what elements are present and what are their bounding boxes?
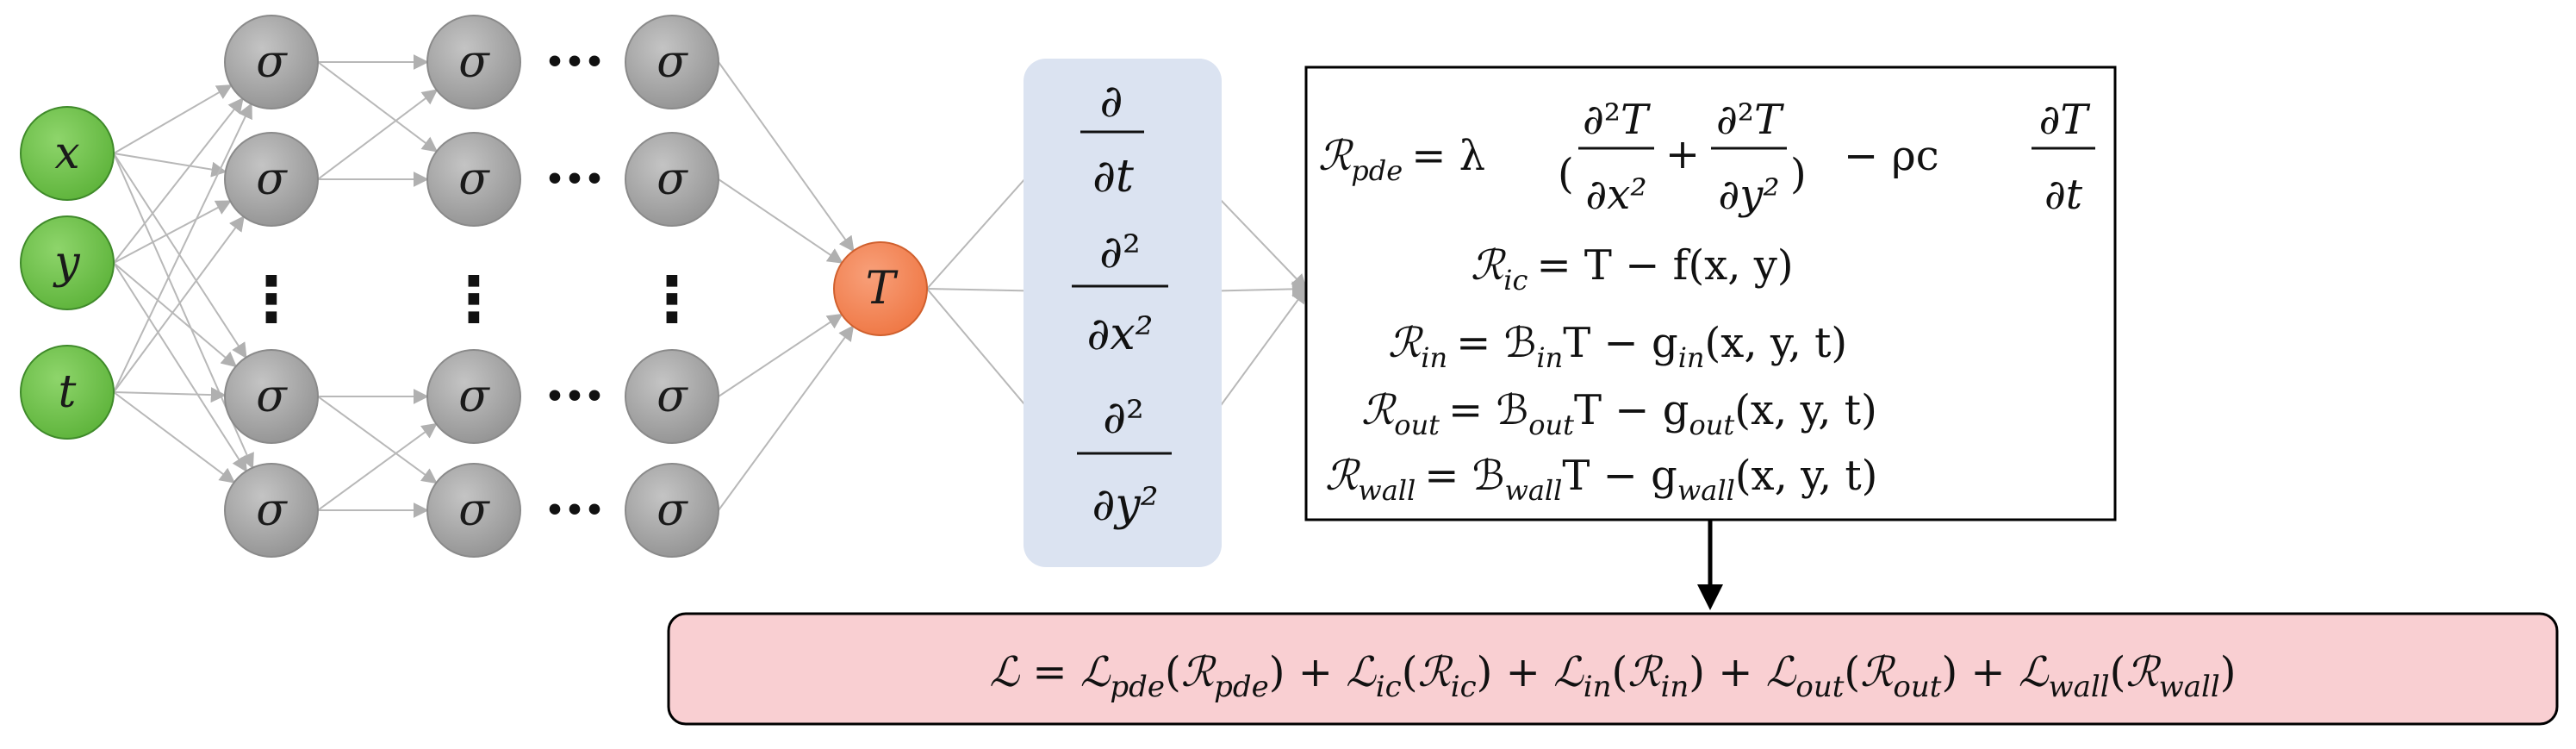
svg-text:σ: σ bbox=[458, 371, 490, 422]
svg-text:σ: σ bbox=[656, 153, 688, 205]
edge-hidden-hidden bbox=[317, 396, 438, 484]
svg-text:): ) bbox=[1790, 150, 1807, 198]
input-node-y: y bbox=[20, 215, 115, 310]
svg-text:∂: ∂ bbox=[1100, 76, 1123, 128]
svg-text:∂t: ∂t bbox=[2044, 171, 2083, 219]
edge-input-hidden bbox=[113, 262, 247, 472]
svg-text:σ: σ bbox=[656, 36, 688, 88]
edge-hidden-hidden bbox=[317, 422, 438, 511]
svg-text:− ρc: − ρc bbox=[1844, 132, 1939, 180]
edge-input-hidden bbox=[113, 153, 227, 178]
svg-text:ℛic= T − f(x, y): ℛic= T − f(x, y) bbox=[1471, 241, 1794, 296]
svg-text:σ: σ bbox=[458, 36, 490, 88]
edge-hidden-hidden bbox=[317, 61, 439, 153]
svg-text:σ: σ bbox=[256, 153, 288, 205]
svg-text:∂²: ∂² bbox=[1099, 227, 1141, 278]
svg-text:ℛin= ℬinT − gin(x, y, t): ℛin= ℬinT − gin(x, y, t) bbox=[1388, 319, 1847, 374]
svg-text:∂T: ∂T bbox=[2039, 96, 2091, 144]
ellipsis-horizontal: ••• bbox=[544, 379, 604, 415]
svg-text:∂x²: ∂x² bbox=[1086, 309, 1153, 360]
svg-text:∂²T: ∂²T bbox=[1583, 96, 1651, 144]
svg-text:(: ( bbox=[1558, 150, 1574, 198]
hidden-node: σ bbox=[426, 463, 521, 558]
svg-text:σ: σ bbox=[458, 484, 490, 536]
edge-hidden-output bbox=[718, 178, 843, 264]
svg-text:∂t: ∂t bbox=[1092, 151, 1134, 203]
edge-input-hidden bbox=[113, 215, 245, 393]
residual-ic: ℛic= T − f(x, y) bbox=[1471, 241, 1794, 296]
hidden-node: σ bbox=[625, 15, 719, 109]
residual-out: ℛout= ℬoutT − gout(x, y, t) bbox=[1361, 386, 1877, 441]
edge-input-hidden bbox=[113, 103, 252, 393]
input-node-x: x bbox=[20, 106, 115, 201]
ellipsis-horizontal: ••• bbox=[544, 162, 604, 197]
residual-box bbox=[1304, 66, 2117, 521]
edge-input-hidden bbox=[113, 387, 227, 403]
svg-text:t: t bbox=[59, 366, 77, 418]
svg-text:T: T bbox=[866, 263, 899, 315]
hidden-node: σ bbox=[625, 463, 719, 558]
hidden-node: σ bbox=[224, 463, 319, 558]
hidden-node: σ bbox=[224, 132, 319, 227]
svg-text:∂y²: ∂y² bbox=[1092, 479, 1158, 531]
svg-text:y: y bbox=[53, 237, 80, 289]
svg-text:σ: σ bbox=[656, 484, 688, 536]
residual-in: ℛin= ℬinT − gin(x, y, t) bbox=[1388, 319, 1847, 374]
loss-box bbox=[667, 612, 2559, 726]
output-node-T: T bbox=[833, 241, 928, 336]
edge-input-hidden bbox=[113, 97, 244, 264]
ellipsis-group: ••• ••• ••• ••• ⋮ ⋮ ⋮ bbox=[240, 45, 703, 528]
edge-hidden-output bbox=[718, 325, 855, 511]
edge-hidden-output bbox=[718, 313, 843, 397]
edge-hidden-output bbox=[718, 61, 855, 253]
hidden-node: σ bbox=[426, 15, 521, 109]
edge-hidden-hidden bbox=[317, 89, 439, 180]
loss-equation: ℒ = ℒpde(ℛpde) + ℒic(ℛic) + ℒin(ℛin) + ℒ… bbox=[990, 648, 2237, 704]
input-node-t: t bbox=[20, 345, 115, 440]
svg-text:σ: σ bbox=[458, 153, 490, 205]
derivative-d2-dx2: ∂² ∂x² bbox=[1072, 227, 1168, 360]
hidden-node: σ bbox=[224, 15, 319, 109]
derivative-d2-dy2: ∂² ∂y² bbox=[1077, 392, 1172, 531]
svg-text:σ: σ bbox=[256, 36, 288, 88]
hidden-node: σ bbox=[426, 132, 521, 227]
derivative-panel bbox=[1024, 59, 1222, 567]
svg-text:x: x bbox=[54, 128, 79, 179]
edge-input-hidden bbox=[113, 262, 238, 368]
ellipsis-horizontal: ••• bbox=[544, 45, 604, 80]
hidden-node: σ bbox=[224, 349, 319, 444]
svg-text:σ: σ bbox=[656, 371, 688, 422]
hidden-node: σ bbox=[625, 132, 719, 227]
svg-text:∂²: ∂² bbox=[1103, 392, 1144, 444]
svg-text:ℛpde= λ: ℛpde= λ bbox=[1318, 132, 1485, 187]
edge-input-hidden bbox=[113, 84, 233, 154]
ellipsis-vertical: ⋮ bbox=[641, 263, 703, 335]
derivative-d-dt: ∂ ∂t bbox=[1080, 76, 1144, 203]
svg-text:σ: σ bbox=[256, 371, 288, 422]
svg-text:∂y²: ∂y² bbox=[1718, 171, 1779, 219]
ellipsis-vertical: ⋮ bbox=[240, 263, 302, 335]
svg-text:∂²T: ∂²T bbox=[1716, 96, 1784, 144]
network-edges bbox=[113, 54, 1308, 518]
svg-text:ℛout= ℬoutT − gout(x, y, t): ℛout= ℬoutT − gout(x, y, t) bbox=[1361, 386, 1877, 441]
edge-input-hidden bbox=[113, 391, 236, 484]
hidden-node: σ bbox=[426, 349, 521, 444]
hidden-node: σ bbox=[625, 349, 719, 444]
svg-text:+: + bbox=[1665, 130, 1700, 178]
svg-text:σ: σ bbox=[256, 484, 288, 536]
residual-wall: ℛwall= ℬwallT − gwall(x, y, t) bbox=[1325, 452, 1877, 507]
ellipsis-vertical: ⋮ bbox=[443, 263, 505, 335]
svg-text:ℛwall= ℬwallT − gwall(x, y, t): ℛwall= ℬwallT − gwall(x, y, t) bbox=[1325, 452, 1877, 507]
ellipsis-horizontal: ••• bbox=[544, 493, 604, 528]
edge-input-hidden bbox=[113, 200, 232, 264]
residual-pde: ℛpde= λ ( ∂²T ∂x² + ∂²T ∂y² ) − ρc ∂T ∂t bbox=[1318, 96, 2095, 219]
svg-text:∂x²: ∂x² bbox=[1585, 171, 1646, 219]
